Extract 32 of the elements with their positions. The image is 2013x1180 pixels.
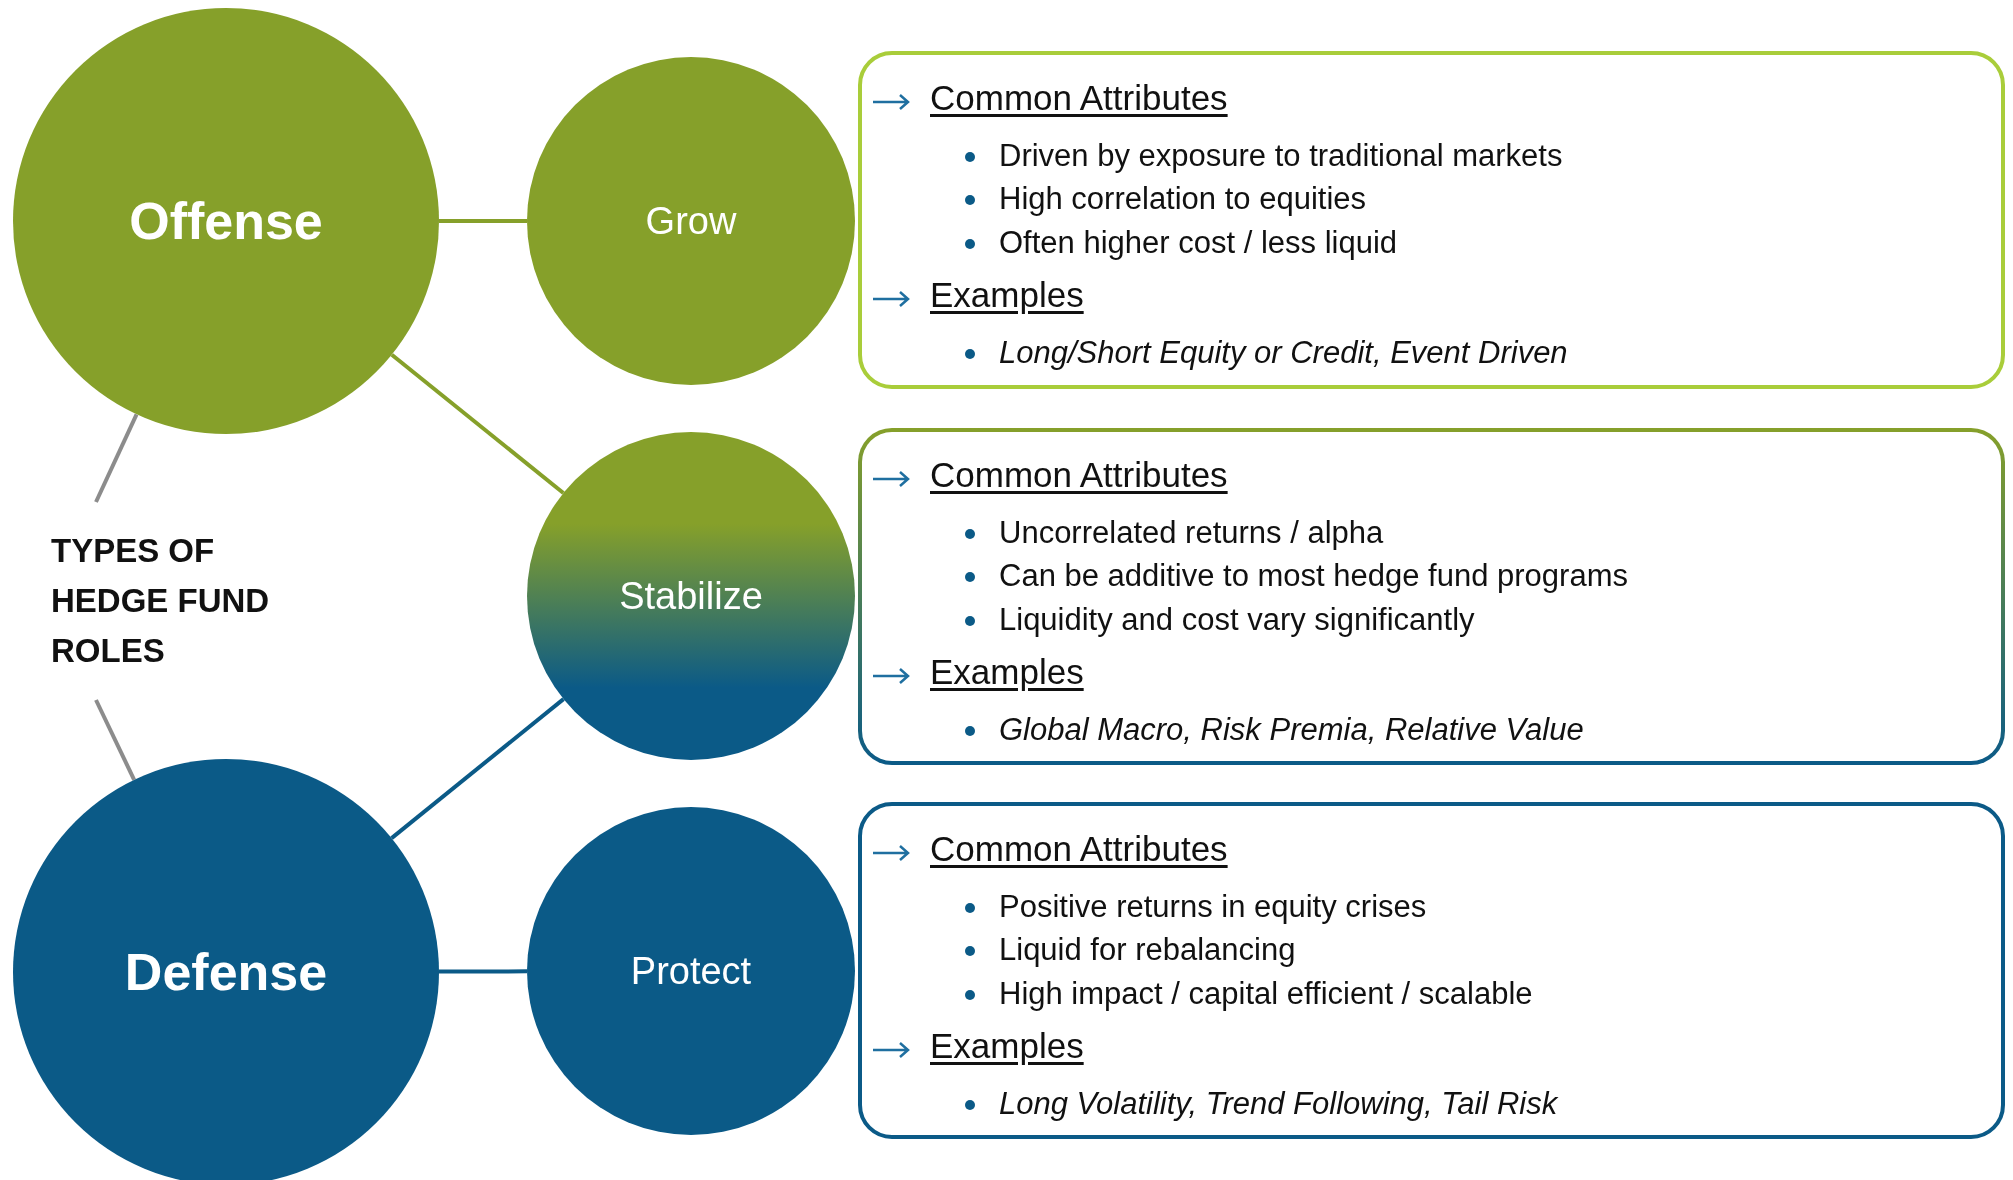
heading-text: TYPES OF HEDGE FUND ROLES — [51, 502, 301, 700]
bullet-text: High correlation to equities — [999, 181, 1367, 217]
example-text: Global Macro, Risk Premia, Relative Value — [999, 712, 1584, 748]
bullet-text: Can be additive to most hedge fund programs — [999, 558, 1628, 594]
connector-line — [439, 969, 527, 974]
circle-label: Defense — [124, 942, 328, 1002]
connector-line — [439, 219, 527, 223]
bullet-text: Often higher cost / less liquid — [999, 225, 1398, 261]
info-card — [858, 51, 2005, 389]
section-heading: Common Attributes — [930, 78, 1228, 118]
connector-line — [390, 697, 565, 840]
circle-label: Offense — [129, 191, 323, 251]
example-text: Long/Short Equity or Credit, Event Driven — [999, 335, 1568, 371]
bullet-text: Liquid for rebalancing — [999, 932, 1296, 968]
info-card — [858, 802, 2005, 1139]
section-heading: Examples — [930, 1026, 1084, 1066]
bullet-text: High impact / capital efficient / scalable — [999, 976, 1533, 1012]
bullet-text: Positive returns in equity crises — [999, 889, 1427, 925]
connector-line — [94, 699, 136, 781]
connector-line — [94, 413, 139, 503]
example-text: Long Volatility, Trend Following, Tail Risk — [999, 1086, 1558, 1122]
section-heading: Common Attributes — [930, 455, 1228, 495]
circle-label: Grow — [645, 199, 737, 243]
circle-label: Protect — [630, 949, 752, 993]
section-heading: Common Attributes — [930, 829, 1228, 869]
bullet-text: Uncorrelated returns / alpha — [999, 515, 1384, 551]
bullet-text: Driven by exposure to traditional markets — [999, 138, 1563, 174]
bullet-text: Liquidity and cost vary significantly — [999, 602, 1475, 638]
section-heading: Examples — [930, 275, 1084, 315]
circle-label: Stabilize — [619, 574, 763, 618]
connector-line — [390, 353, 565, 495]
section-heading: Examples — [930, 652, 1084, 692]
